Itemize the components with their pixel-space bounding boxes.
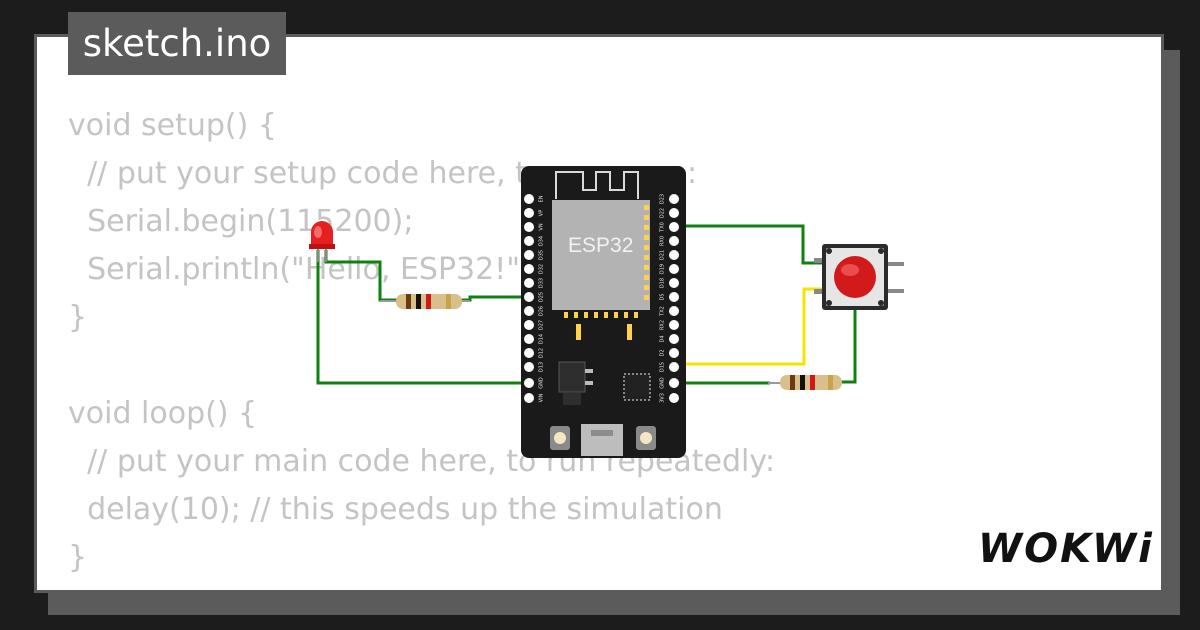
- code-line: void loop() {: [68, 396, 258, 431]
- wire-3v3-button-yellow[interactable]: [672, 287, 830, 384]
- wire-d19-button[interactable]: [672, 224, 848, 265]
- wokwi-logo: WOKWi: [978, 526, 1154, 572]
- code-line: Serial.begin(115200);: [68, 204, 414, 239]
- file-tab[interactable]: sketch.ino: [68, 12, 286, 75]
- en-button[interactable]: [550, 426, 570, 450]
- voltage-regulator: [558, 361, 593, 405]
- pin-label: D33: [539, 278, 545, 288]
- pin-label: TX0: [660, 222, 666, 233]
- button-cap[interactable]: [834, 256, 876, 298]
- pin-label: D25: [539, 292, 545, 302]
- resistor-led[interactable]: [380, 294, 470, 309]
- pin-label: D14: [539, 334, 545, 344]
- module-pads: [564, 205, 649, 340]
- pin-label: D12: [539, 348, 545, 358]
- pin-label: D5: [660, 293, 666, 300]
- pin-label: VN: [539, 223, 545, 230]
- pin-label: D34: [539, 236, 545, 246]
- wire-resistor-button[interactable]: [840, 292, 857, 384]
- pin-label: D35: [539, 250, 545, 260]
- code-line: }: [68, 540, 88, 575]
- pin-label: RX0: [660, 236, 666, 246]
- wire-led-cathode-gnd[interactable]: [316, 250, 528, 385]
- pin-label: D15: [660, 362, 666, 372]
- pin-label: D23: [660, 194, 666, 204]
- pin-label: GND: [539, 377, 545, 389]
- right-header-pins[interactable]: [669, 194, 679, 403]
- pin-label: D32: [539, 264, 545, 274]
- code-line: void setup() {: [68, 108, 277, 143]
- pin-label: D4: [660, 335, 666, 342]
- pin-label: D26: [539, 306, 545, 316]
- usb-uart-chip: [623, 373, 651, 401]
- code-line: }: [68, 300, 88, 335]
- pin-label: D13: [539, 362, 545, 372]
- esp32-board[interactable]: ESP32: [521, 166, 686, 458]
- pin-label: 3V3: [660, 393, 666, 403]
- pin-label: D2: [660, 349, 666, 356]
- code-line: Serial.println("Hello, ESP32!");: [68, 252, 542, 287]
- antenna-trace: [555, 171, 639, 199]
- micro-usb-port[interactable]: [581, 424, 623, 456]
- pin-label: D22: [660, 208, 666, 218]
- code-line: // put your main code here, to run repea…: [68, 444, 776, 479]
- pin-label: RX2: [660, 320, 666, 330]
- pin-label: D18: [660, 278, 666, 288]
- pin-label: TX2: [660, 306, 666, 317]
- pin-label: GND: [660, 377, 666, 389]
- wire-led-anode-resistor[interactable]: [324, 250, 398, 302]
- esp32-module-shield: [552, 200, 650, 310]
- pushbutton[interactable]: [814, 244, 904, 310]
- pin-label: VP: [539, 210, 545, 216]
- code-editor[interactable]: void setup() { // put your setup code he…: [68, 102, 775, 582]
- pin-label: EN: [539, 195, 545, 202]
- resistor-button[interactable]: [768, 375, 842, 390]
- pin-label: D19: [660, 264, 666, 274]
- left-header-pins[interactable]: [524, 194, 534, 403]
- pin-label: D27: [539, 320, 545, 330]
- code-line: delay(10); // this speeds up the simulat…: [68, 492, 723, 527]
- wire-resistor-d25[interactable]: [460, 295, 528, 302]
- pin-label: D21: [660, 250, 666, 260]
- red-led[interactable]: [309, 221, 335, 262]
- pin-label: VIN: [539, 393, 545, 402]
- boot-button[interactable]: [636, 426, 656, 450]
- chip-label: ESP32: [568, 234, 633, 257]
- code-line: // put your setup code here, to run once…: [68, 156, 698, 191]
